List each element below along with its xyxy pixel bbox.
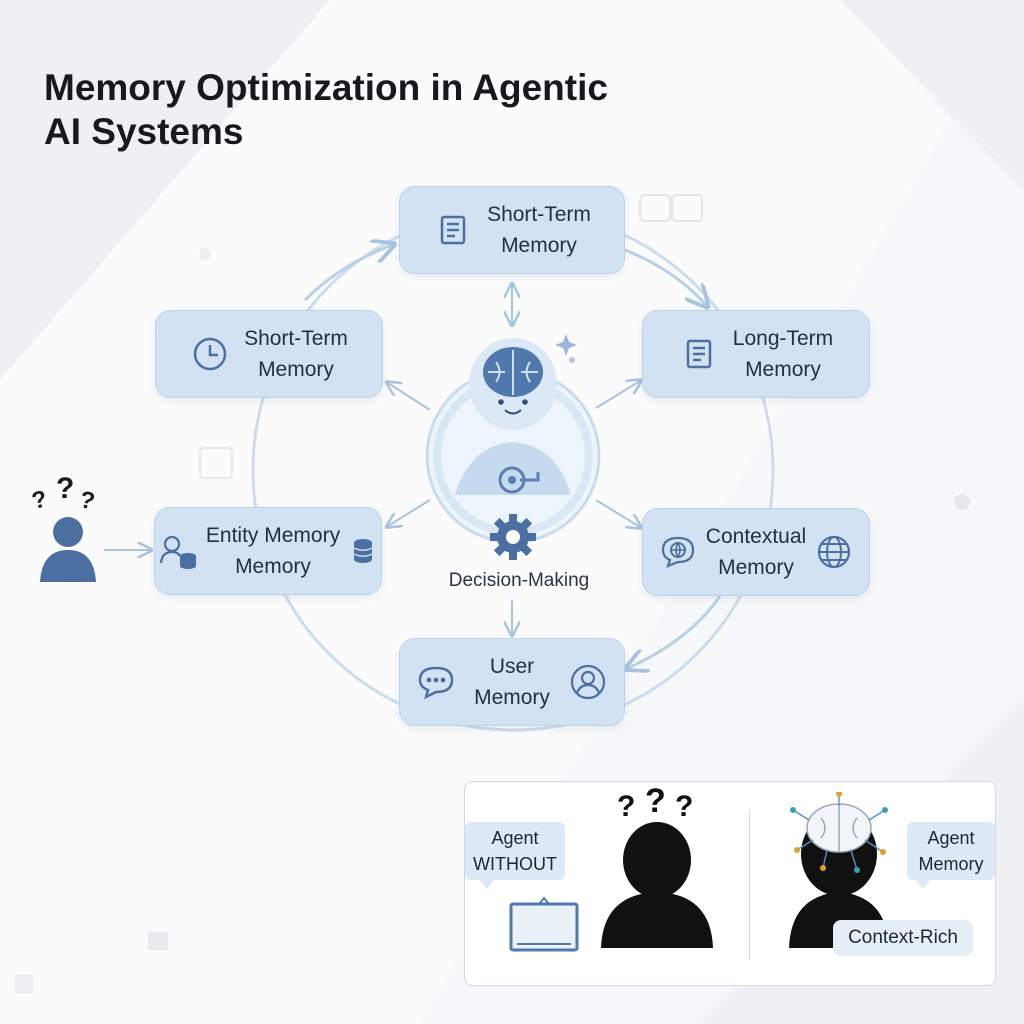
clock-icon bbox=[193, 337, 227, 371]
agent-without-silhouette: ? ? ? bbox=[601, 782, 713, 948]
cycle-arrow bbox=[628, 595, 722, 668]
decor-square bbox=[671, 194, 703, 222]
chat-globe-icon bbox=[661, 536, 694, 568]
decor-square bbox=[148, 932, 168, 950]
panel-divider bbox=[749, 810, 750, 960]
user-database-icon bbox=[159, 535, 196, 569]
globe-icon bbox=[818, 535, 851, 569]
decor-dot bbox=[199, 248, 211, 260]
brain-network-icon bbox=[790, 792, 888, 873]
decor-square bbox=[15, 975, 33, 993]
user-circle-icon bbox=[570, 664, 606, 700]
page-title: Memory Optimization in Agentic AI System… bbox=[44, 66, 608, 154]
connector-left-lower bbox=[388, 499, 431, 526]
question-mark: ? bbox=[29, 485, 49, 514]
connector-left-upper bbox=[388, 383, 431, 411]
question-mark: ? bbox=[617, 790, 635, 823]
brain-icon bbox=[483, 347, 543, 397]
decor-square bbox=[199, 447, 233, 479]
decor-dot bbox=[954, 494, 970, 510]
question-mark: ? bbox=[645, 782, 666, 820]
scroll-icon bbox=[440, 215, 466, 245]
whiteboard-icon bbox=[509, 896, 579, 952]
question-mark: ? bbox=[77, 486, 97, 515]
connector-right-upper bbox=[595, 381, 640, 409]
database-icon bbox=[353, 539, 373, 563]
chat-bubble-icon bbox=[418, 666, 454, 700]
target-icon bbox=[498, 466, 540, 494]
agent-core bbox=[425, 334, 601, 560]
title-line-2: AI Systems bbox=[44, 111, 244, 152]
sparkle-icon bbox=[555, 334, 577, 356]
question-mark: ? bbox=[56, 474, 74, 505]
cycle-arrow bbox=[303, 245, 392, 302]
gear-icon bbox=[490, 514, 536, 560]
decision-making-label: Decision-Making bbox=[448, 570, 590, 591]
context-rich-tag: Context-Rich bbox=[833, 920, 973, 956]
cycle-arrow bbox=[624, 248, 706, 305]
scroll-icon bbox=[686, 339, 712, 369]
connector-right-lower bbox=[595, 499, 640, 527]
decor-square bbox=[639, 194, 671, 222]
title-line-1: Memory Optimization in Agentic bbox=[44, 67, 608, 108]
confused-user-icon: ? ? ? bbox=[29, 474, 97, 582]
question-mark: ? bbox=[675, 790, 693, 823]
